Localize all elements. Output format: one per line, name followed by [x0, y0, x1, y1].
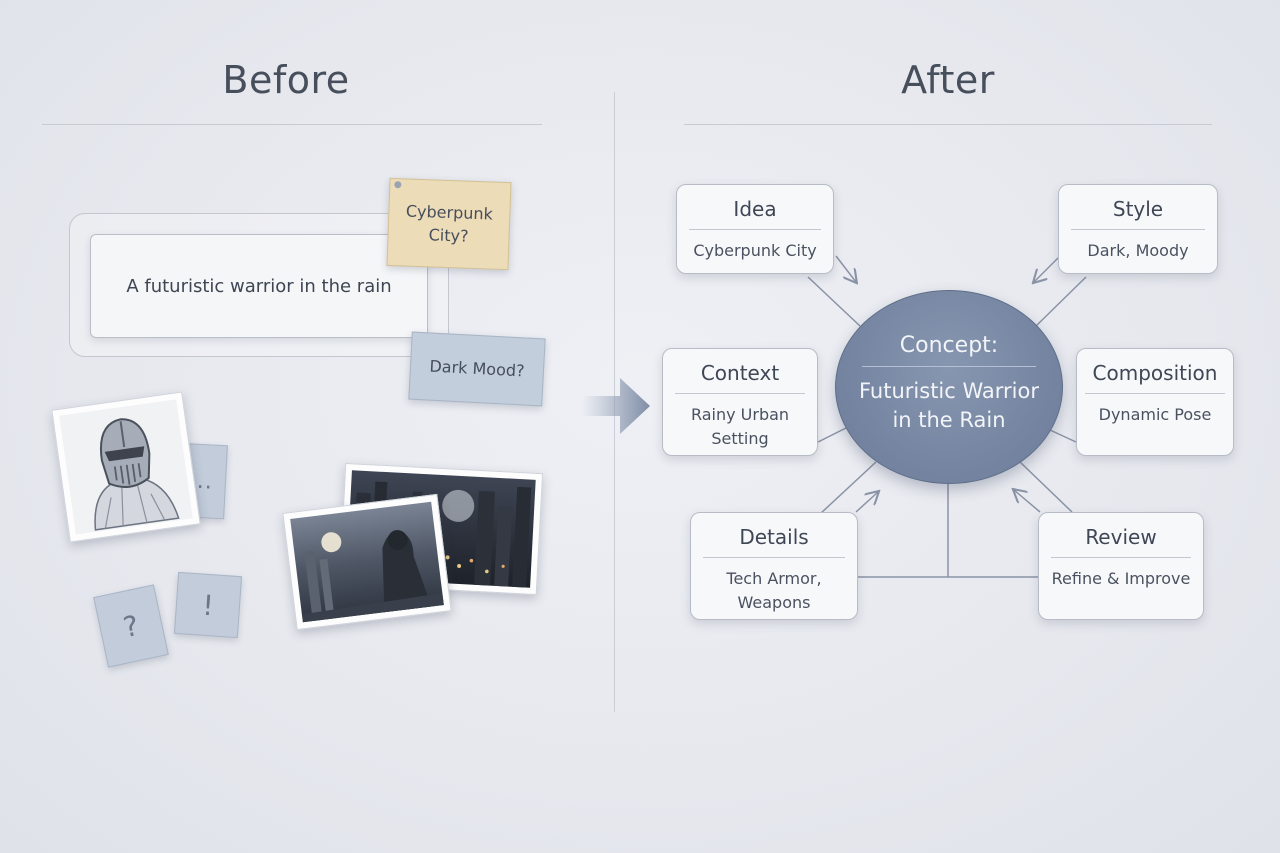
- node-style-body: Dark, Moody: [1087, 241, 1189, 260]
- node-details-body: Tech Armor, Weapons: [726, 569, 822, 612]
- node-review-title: Review: [1051, 525, 1191, 558]
- concept-node[interactable]: Concept: Futuristic Warrior in the Rain: [835, 290, 1063, 484]
- sticky-note-dark-mood-text: Dark Mood?: [429, 356, 525, 381]
- exclamation-tile: !: [173, 571, 243, 639]
- concept-title: Concept:: [862, 333, 1036, 367]
- question-mark-text: ?: [120, 608, 142, 644]
- sticky-note-cyberpunk-text: Cyberpunk City?: [405, 201, 494, 246]
- transition-arrow-icon: [582, 378, 650, 434]
- node-review[interactable]: Review Refine & Improve: [1038, 512, 1204, 620]
- concept-body: Futuristic Warrior in the Rain: [859, 379, 1039, 433]
- rain-warrior-photo[interactable]: [282, 493, 452, 631]
- node-review-body: Refine & Improve: [1051, 569, 1191, 588]
- node-details-title: Details: [703, 525, 845, 558]
- node-context[interactable]: Context Rainy Urban Setting: [662, 348, 818, 456]
- node-style[interactable]: Style Dark, Moody: [1058, 184, 1218, 274]
- node-idea-title: Idea: [689, 197, 821, 230]
- pin-icon: [394, 181, 402, 189]
- before-rule: [42, 124, 542, 125]
- node-composition-body: Dynamic Pose: [1098, 405, 1212, 424]
- node-idea[interactable]: Idea Cyberpunk City: [676, 184, 834, 274]
- warrior-helmet-icon: [94, 418, 180, 531]
- sticky-note-dark-mood[interactable]: Dark Mood?: [408, 331, 546, 407]
- prompt-box[interactable]: A futuristic warrior in the rain: [90, 234, 428, 338]
- before-heading: Before: [222, 58, 350, 102]
- after-heading: After: [901, 58, 995, 102]
- node-style-title: Style: [1071, 197, 1205, 230]
- after-rule: [684, 124, 1212, 125]
- node-context-title: Context: [675, 361, 805, 394]
- cloaked-figure-icon: [301, 530, 444, 623]
- node-composition-title: Composition: [1085, 361, 1225, 394]
- prompt-text: A futuristic warrior in the rain: [126, 275, 392, 297]
- node-context-body: Rainy Urban Setting: [690, 405, 790, 448]
- warrior-sketch-photo[interactable]: [51, 391, 201, 543]
- exclamation-mark-text: !: [201, 588, 215, 622]
- node-composition[interactable]: Composition Dynamic Pose: [1076, 348, 1234, 456]
- question-tile: ?: [93, 584, 169, 668]
- sticky-note-cyberpunk[interactable]: Cyberpunk City?: [386, 177, 512, 271]
- node-idea-body: Cyberpunk City: [693, 241, 817, 260]
- node-details[interactable]: Details Tech Armor, Weapons: [690, 512, 858, 620]
